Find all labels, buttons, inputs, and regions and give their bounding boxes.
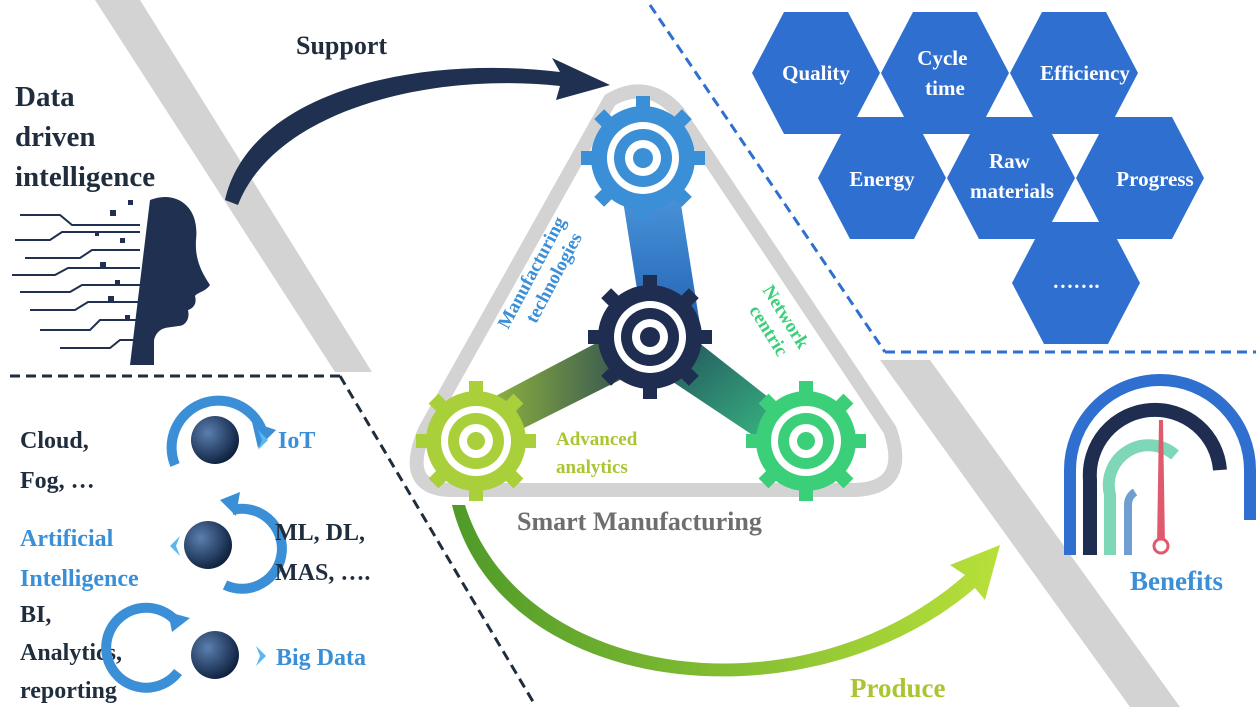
hex-progress-label: Progress <box>1116 167 1193 191</box>
hex-raw-materials: Raw materials <box>947 117 1075 239</box>
bi-analytics-reporting-label: BI, Analytics, reporting <box>20 602 128 704</box>
technology-cycle: Cloud, Fog, … IoT Artificial Intelligenc… <box>20 395 371 704</box>
hex-energy-label: Energy <box>849 167 915 191</box>
advanced-analytics-label: Advanced analytics <box>556 429 642 478</box>
triangle-frame <box>409 84 903 497</box>
data-driven-line-3: intelligence <box>15 161 155 193</box>
cycle-middle-icon <box>170 492 287 594</box>
data-driven-line-1: Data <box>15 81 75 113</box>
ai-head-illustration <box>12 196 210 365</box>
hex-quality-label: Quality <box>782 61 850 85</box>
hex-energy: Energy <box>818 117 946 239</box>
hex-more-label: ……. <box>1052 269 1099 293</box>
cloud-fog-label: Cloud, Fog, … <box>20 428 95 494</box>
support-arrow <box>225 58 610 205</box>
smart-manufacturing-triangle: Manufacturing technologies Network centr… <box>409 84 903 536</box>
benefits-label: Benefits <box>1130 566 1223 596</box>
data-driven-title: Data driven intelligence <box>15 81 155 193</box>
data-driven-line-2: driven <box>15 121 96 153</box>
dashed-divider-right-diagonal <box>648 4 887 353</box>
big-data-label: Big Data <box>276 645 366 671</box>
benefits-gauge-icon <box>1064 374 1256 555</box>
gear-top-icon <box>581 96 705 220</box>
artificial-intelligence-label: Artificial Intelligence <box>20 526 139 592</box>
hex-progress: Progress <box>1076 117 1204 239</box>
hex-more: ……. <box>1012 222 1140 344</box>
produce-label: Produce <box>850 673 946 703</box>
hex-quality: Quality <box>752 12 880 134</box>
cycle-top-icon <box>166 395 276 467</box>
hex-cycle-time-label: Cycle time <box>917 46 972 100</box>
smart-manufacturing-title: Smart Manufacturing <box>517 507 762 536</box>
gear-center-icon <box>588 275 712 399</box>
hex-raw-materials-label: Raw materials <box>970 149 1054 203</box>
gear-right-icon <box>746 381 866 501</box>
benefit-hexagons: Quality Cycle time Efficiency Energy Raw… <box>752 12 1204 344</box>
gear-left-icon <box>416 381 536 501</box>
hex-efficiency-label: Efficiency <box>1040 61 1130 85</box>
support-label: Support <box>296 31 387 60</box>
divider-band-right <box>880 360 1180 707</box>
gauge-needle <box>1157 420 1165 545</box>
cycle-bottom-icon <box>101 602 266 693</box>
ml-dl-mas-label: ML, DL, MAS, …. <box>275 520 371 586</box>
hex-efficiency: Efficiency <box>1010 12 1138 134</box>
iot-label: IoT <box>278 428 315 454</box>
hex-cycle-time: Cycle time <box>881 12 1009 134</box>
